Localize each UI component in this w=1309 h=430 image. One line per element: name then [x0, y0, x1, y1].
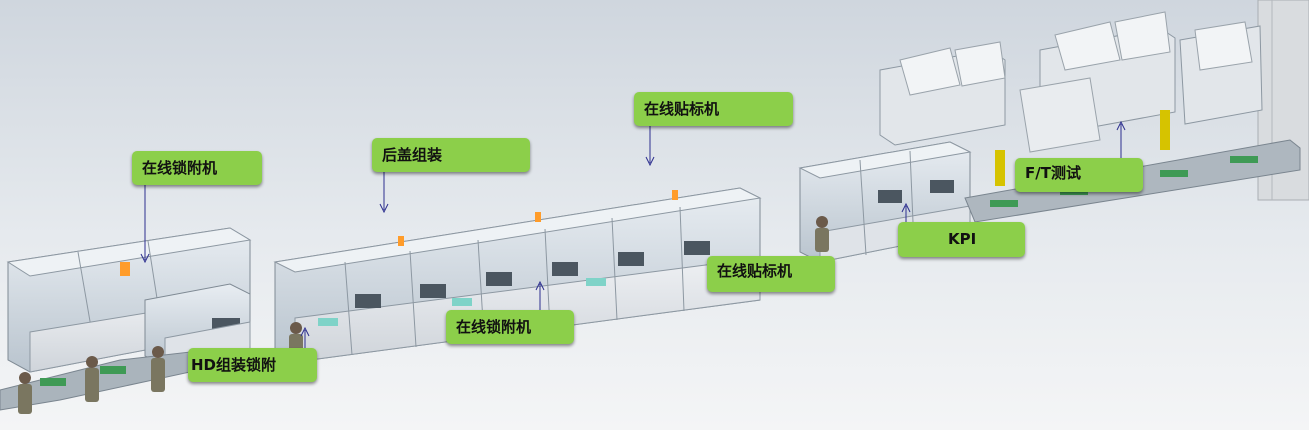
callout-online-labeling-mid: 在线贴标机: [707, 256, 835, 292]
callout-kpi: KPI: [898, 222, 1025, 257]
callout-ft-test: F/T测试: [1015, 158, 1143, 192]
callout-hd-assembly-locking: HD组装锁附: [188, 348, 317, 382]
callout-back-cover-assembly: 后盖组装: [372, 138, 530, 172]
ft-test-stations: [879, 11, 1263, 186]
callout-online-locking-mid: 在线锁附机: [446, 310, 574, 344]
callout-online-labeling-top: 在线贴标机: [634, 92, 793, 126]
callout-online-locking-left: 在线锁附机: [132, 151, 262, 185]
